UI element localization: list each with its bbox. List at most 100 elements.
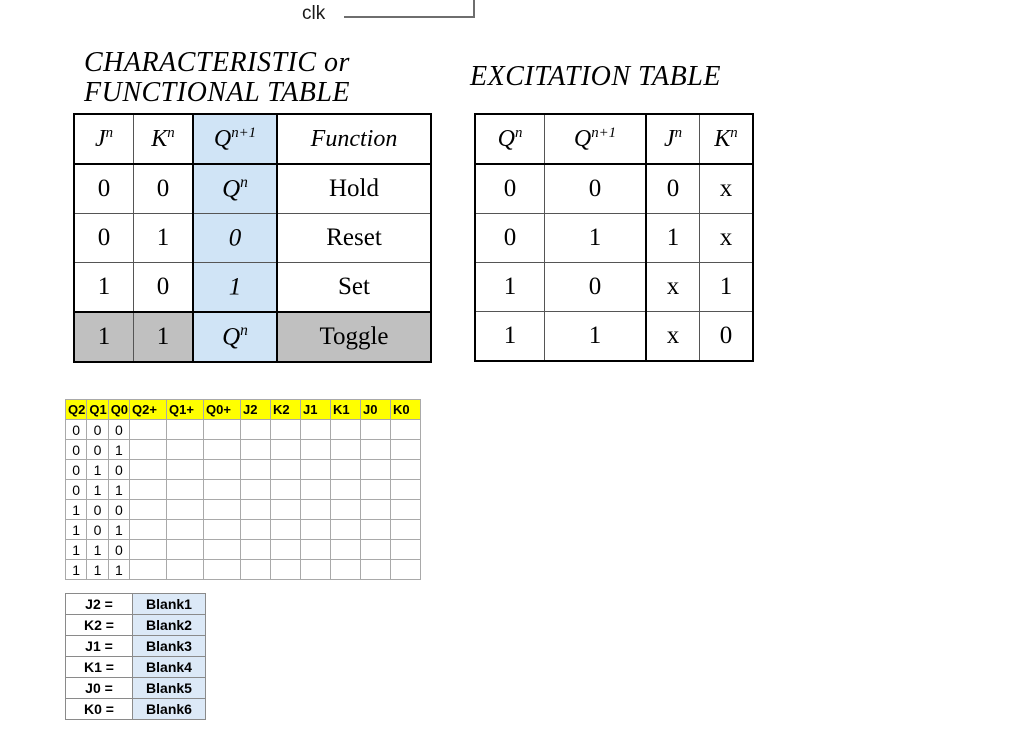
worksheet-cell-empty[interactable] (360, 459, 392, 480)
worksheet-cell-empty[interactable] (300, 539, 332, 560)
worksheet-cell-empty[interactable] (203, 519, 242, 540)
equation-blank-field[interactable]: Blank5 (132, 677, 206, 699)
worksheet-cell-empty[interactable] (203, 459, 242, 480)
worksheet-cell-empty[interactable] (300, 419, 332, 440)
worksheet-cell-empty[interactable] (360, 439, 392, 460)
worksheet-cell-empty[interactable] (330, 519, 362, 540)
worksheet-header-q0: Q0 (107, 399, 131, 420)
worksheet-cell-empty[interactable] (240, 419, 272, 440)
worksheet-cell-empty[interactable] (360, 499, 392, 520)
worksheet-cell-empty[interactable] (330, 559, 362, 580)
worksheet-cell-empty[interactable] (390, 559, 422, 580)
worksheet-cell-empty[interactable] (360, 559, 392, 580)
cell-qnext: 0 (192, 213, 278, 263)
worksheet-cell-empty[interactable] (129, 439, 168, 460)
worksheet-cell-empty[interactable] (240, 479, 272, 500)
worksheet-cell-empty[interactable] (240, 499, 272, 520)
worksheet-cell-empty[interactable] (270, 439, 302, 460)
worksheet-cell-empty[interactable] (166, 479, 205, 500)
worksheet-cell-empty[interactable] (360, 479, 392, 500)
worksheet-cell-empty[interactable] (270, 499, 302, 520)
worksheet-cell-empty[interactable] (300, 459, 332, 480)
worksheet-cell-empty[interactable] (129, 419, 168, 440)
worksheet-cell-empty[interactable] (390, 439, 422, 460)
worksheet-cell-empty[interactable] (203, 499, 242, 520)
worksheet-cell-empty[interactable] (330, 499, 362, 520)
worksheet-cell-empty[interactable] (300, 559, 332, 580)
cell-function: Hold (276, 163, 432, 214)
worksheet-cell-empty[interactable] (330, 459, 362, 480)
worksheet-cell-empty[interactable] (129, 459, 168, 480)
worksheet-cell-empty[interactable] (390, 539, 422, 560)
worksheet-cell-empty[interactable] (203, 559, 242, 580)
worksheet-cell-empty[interactable] (270, 479, 302, 500)
header-cell-qn: Qn (474, 113, 545, 165)
worksheet-cell-empty[interactable] (390, 479, 422, 500)
worksheet-cell-empty[interactable] (270, 559, 302, 580)
cell-k: 0 (699, 311, 754, 362)
worksheet-cell-empty[interactable] (360, 519, 392, 540)
worksheet-cell-empty[interactable] (300, 499, 332, 520)
worksheet-cell-empty[interactable] (390, 419, 422, 440)
worksheet-cell-empty[interactable] (240, 519, 272, 540)
worksheet-cell-empty[interactable] (390, 499, 422, 520)
worksheet-cell-empty[interactable] (240, 459, 272, 480)
table-header-row: Jn Kn Qn+1 Function (73, 113, 432, 165)
worksheet-cell-empty[interactable] (360, 419, 392, 440)
worksheet-cell-empty[interactable] (166, 419, 205, 440)
cell-k: 0 (133, 262, 194, 313)
worksheet-cell: 1 (107, 479, 131, 500)
worksheet-cell-empty[interactable] (390, 459, 422, 480)
cell-j: 0 (645, 163, 700, 214)
worksheet-cell-empty[interactable] (330, 479, 362, 500)
worksheet-cell: 0 (64, 479, 88, 500)
worksheet-cell-empty[interactable] (330, 439, 362, 460)
equation-blank-field[interactable]: Blank2 (132, 614, 206, 636)
worksheet-cell-empty[interactable] (240, 539, 272, 560)
worksheet-cell-empty[interactable] (129, 559, 168, 580)
header-cell-qnext: Qn+1 (544, 113, 647, 165)
worksheet-cell-empty[interactable] (166, 539, 205, 560)
worksheet-cell-empty[interactable] (300, 439, 332, 460)
cell-k: 1 (699, 262, 754, 312)
header-cell-qnext: Qn+1 (192, 113, 278, 165)
worksheet-cell-empty[interactable] (330, 419, 362, 440)
worksheet-cell-empty[interactable] (270, 539, 302, 560)
worksheet-cell-empty[interactable] (129, 539, 168, 560)
worksheet-cell-empty[interactable] (240, 439, 272, 460)
worksheet-cell-empty[interactable] (330, 539, 362, 560)
worksheet-cell: 1 (64, 539, 88, 560)
worksheet-cell-empty[interactable] (166, 519, 205, 540)
cell-qnext: 0 (544, 262, 647, 312)
equation-blank-field[interactable]: Blank6 (132, 698, 206, 720)
worksheet-cell-empty[interactable] (166, 439, 205, 460)
worksheet-cell-empty[interactable] (166, 559, 205, 580)
worksheet-cell-empty[interactable] (203, 539, 242, 560)
worksheet-cell-empty[interactable] (203, 419, 242, 440)
header-cell-function: Function (276, 113, 432, 165)
equation-row: K1 =Blank4 (65, 656, 206, 678)
equation-blank-field[interactable]: Blank4 (132, 656, 206, 678)
equation-blank-field[interactable]: Blank3 (132, 635, 206, 657)
equation-blank-field[interactable]: Blank1 (132, 593, 206, 615)
worksheet-cell-empty[interactable] (360, 539, 392, 560)
worksheet-cell-empty[interactable] (300, 519, 332, 540)
worksheet-cell-empty[interactable] (129, 479, 168, 500)
worksheet-cell-empty[interactable] (270, 419, 302, 440)
worksheet-cell-empty[interactable] (129, 519, 168, 540)
table-row: 1 0 1 Set (73, 262, 432, 313)
worksheet-cell-empty[interactable] (129, 499, 168, 520)
worksheet-cell-empty[interactable] (203, 479, 242, 500)
worksheet-cell-empty[interactable] (203, 439, 242, 460)
worksheet-cell-empty[interactable] (270, 519, 302, 540)
worksheet-cell-empty[interactable] (240, 559, 272, 580)
worksheet-cell-empty[interactable] (166, 499, 205, 520)
worksheet-cell-empty[interactable] (300, 479, 332, 500)
worksheet-cell-empty[interactable] (270, 459, 302, 480)
worksheet-cell-empty[interactable] (166, 459, 205, 480)
worksheet-cell: 0 (64, 419, 88, 440)
worksheet-cell-empty[interactable] (390, 519, 422, 540)
